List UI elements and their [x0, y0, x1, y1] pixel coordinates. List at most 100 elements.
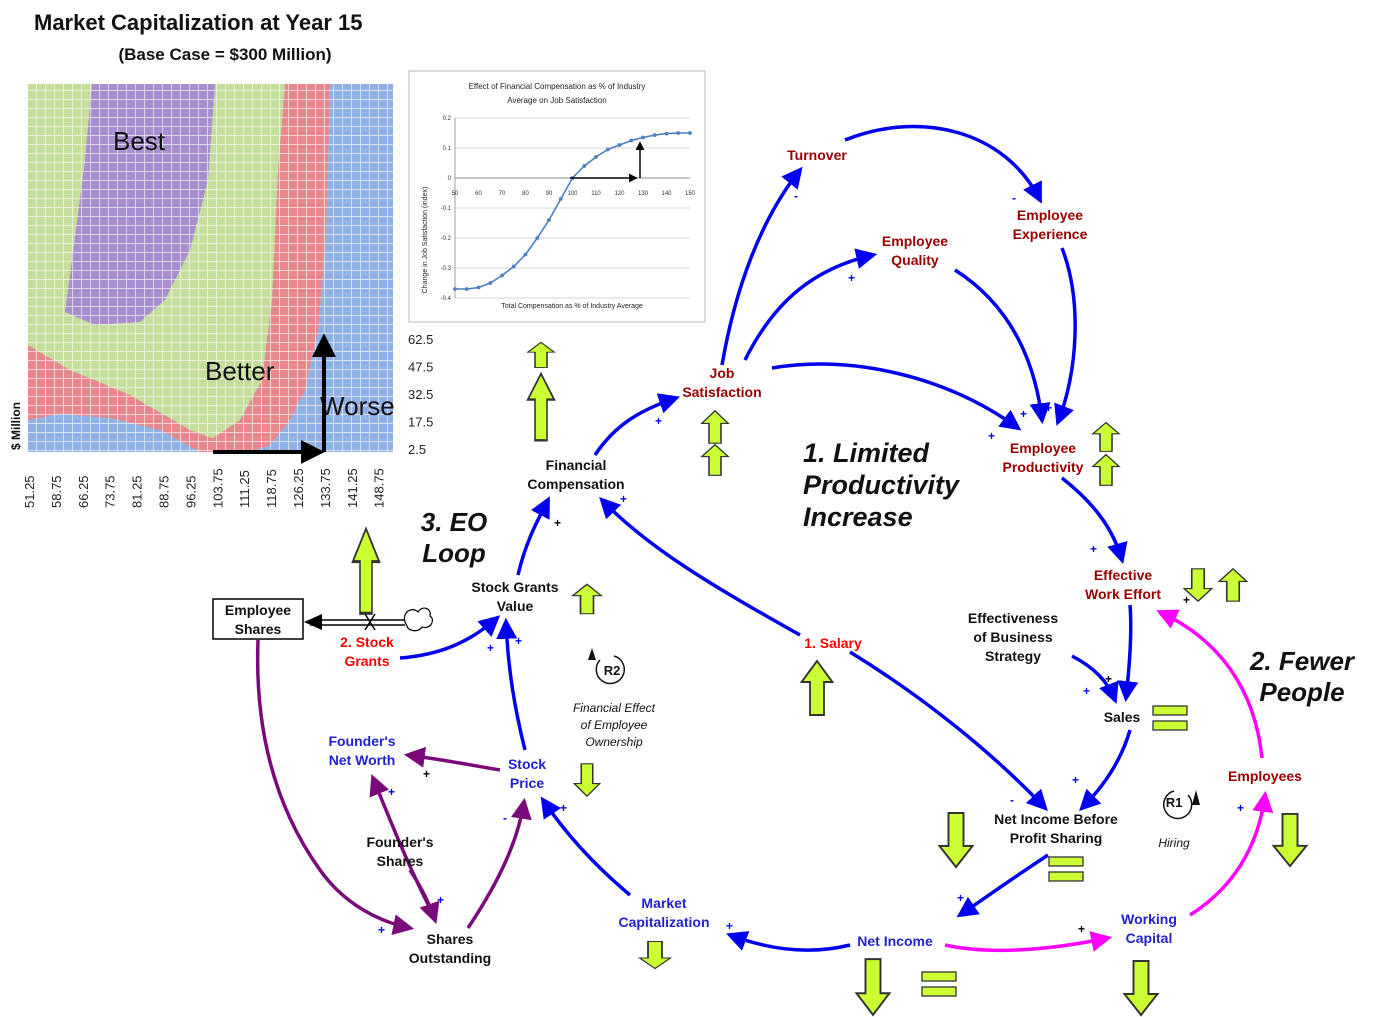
link-salary-to-net-income-before	[849, 650, 1048, 812]
up-arrow-icon	[526, 372, 556, 442]
loop-r2-label: R2	[604, 663, 621, 678]
node-sales: Sales	[1104, 709, 1141, 725]
effect-chart-y-tick: -0.2	[441, 236, 452, 242]
sign-plus: +	[655, 414, 662, 428]
up-arrow-icon	[701, 443, 729, 477]
effect-chart-point	[605, 147, 610, 152]
effect-chart-point	[652, 133, 657, 138]
link-market-cap-to-stock-price	[540, 796, 632, 897]
effect-chart-y-tick: -0.3	[441, 266, 452, 272]
down-arrow-icon	[938, 812, 974, 868]
effect-chart-point	[511, 264, 516, 269]
link-sales-to-net-income-before	[1079, 729, 1132, 811]
market-cap-x-tick: 103.75	[210, 468, 225, 508]
node-turnover: Turnover	[787, 147, 847, 163]
market-cap-ylabel: $ Million	[9, 402, 23, 450]
sign-plus: +	[1045, 401, 1052, 415]
sign-plus: +	[1090, 542, 1097, 556]
market-cap-x-tick: 58.75	[49, 475, 64, 508]
effect-chart-point	[688, 131, 692, 135]
sign-plus: +	[957, 891, 964, 905]
loop-r2-arrowhead	[588, 648, 596, 660]
sign-plus: +	[1237, 801, 1244, 815]
market-cap-x-tick: 66.25	[76, 475, 91, 508]
market-cap-y-tick: 62.5	[408, 332, 433, 347]
causal-links	[255, 124, 1274, 953]
link-stock-grants-to-stock-grants-value	[399, 615, 501, 660]
flow-arrowhead	[304, 614, 322, 630]
effect-chart-point	[558, 197, 563, 201]
link-net-income-to-working-capital	[944, 931, 1113, 953]
market-cap-y-tick: 32.5	[408, 387, 433, 402]
region-label-best: Best	[113, 126, 166, 156]
effect-chart-x-tick: 150	[685, 191, 696, 197]
effect-chart-point	[582, 164, 587, 168]
link-job-satisfaction-to-turnover	[720, 166, 803, 366]
polarity-signs: - - + + + + + + + + - + + + + + + + + + …	[378, 189, 1244, 937]
effect-chart-ylabel: Change in Job Satisfaction (index)	[422, 187, 429, 294]
sign-plus: +	[437, 893, 444, 907]
region-label-better: Better	[205, 356, 275, 386]
link-job-satisfaction-to-employee-quality	[743, 248, 878, 361]
market-cap-x-tick: 88.75	[157, 475, 172, 508]
effect-chart-x-tick: 90	[546, 191, 553, 197]
sign-plus: +	[988, 429, 995, 443]
effect-chart-x-tick: 50	[452, 191, 459, 197]
effect-chart-point	[488, 281, 493, 285]
effect-chart-point	[453, 287, 457, 291]
cloud-icon	[403, 607, 434, 632]
down-arrow-icon	[573, 763, 601, 797]
down-arrow-icon	[1123, 960, 1159, 1016]
sign-minus: -	[1010, 793, 1014, 807]
market-cap-x-tick: 73.75	[103, 475, 118, 508]
node-salary: 1. Salary	[804, 635, 862, 651]
up-arrow-icon	[701, 410, 729, 444]
up-arrow-icon	[1218, 567, 1248, 603]
link-employees-to-effective-work-effort	[1156, 609, 1264, 759]
effect-chart-y-tick: -0.1	[441, 206, 452, 212]
effect-chart-point	[664, 131, 669, 136]
market-cap-x-tick: 51.25	[22, 475, 37, 508]
effect-chart-grid	[454, 117, 690, 299]
effect-chart-x-tick: 100	[567, 191, 578, 197]
effect-chart-point	[535, 236, 540, 240]
link-founders-shares-to-shares-outstanding	[408, 869, 440, 924]
market-cap-y-tick: 2.5	[408, 442, 426, 457]
sign-plus: +	[726, 919, 733, 933]
effect-chart-x-tick: 60	[475, 191, 482, 197]
link-stock-price-to-stock-grants-value	[496, 617, 527, 751]
effect-chart-y-tick: 0.2	[443, 116, 452, 122]
region-label-worse: Worse	[320, 391, 395, 421]
effect-chart-title-line-1: Effect of Financial Compensation as % of…	[469, 82, 646, 91]
market-cap-x-tick: 111.25	[237, 470, 252, 508]
link-stock-price-to-founders-net-worth	[403, 746, 501, 772]
sign-plus: +	[1083, 684, 1090, 698]
effect-chart-y-tick: -0.4	[441, 296, 452, 302]
market-cap-chart: Market Capitalization at Year 15 (Base C…	[9, 10, 433, 508]
market-cap-x-tick: 141.25	[345, 468, 360, 508]
sign-plus: +	[515, 634, 522, 648]
link-stock-grants-value-to-financial-compensation	[516, 496, 550, 576]
sign-plus: +	[554, 516, 561, 530]
node-net-income: Net Income	[857, 933, 933, 949]
up-arrow-icon	[527, 341, 555, 369]
link-net-income-before-to-net-income	[956, 853, 1049, 918]
effect-chart-x-tick: 140	[661, 191, 672, 197]
market-cap-x-tick: 81.25	[130, 475, 145, 508]
market-cap-subtitle: (Base Case = $300 Million)	[118, 45, 331, 64]
effect-chart-point	[676, 131, 681, 135]
